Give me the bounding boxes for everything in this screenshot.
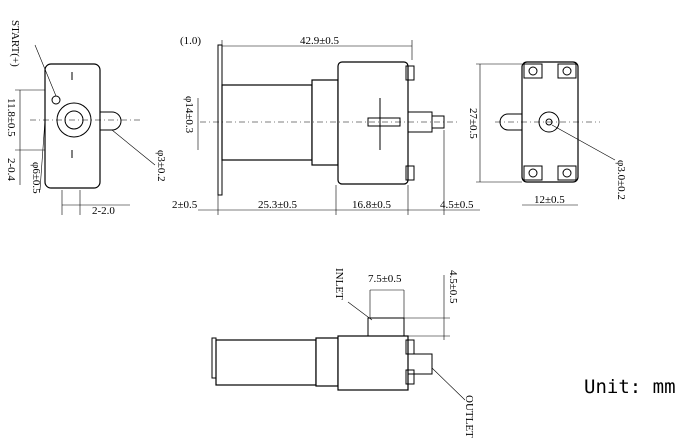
dim-4-5-bottom: 4.5±0.5 [447, 270, 459, 304]
corner-screw-tr [557, 63, 577, 79]
leader-3 [111, 129, 156, 166]
label-outlet: OUTLET [463, 395, 475, 438]
leader-3-0 [551, 124, 616, 161]
bottom-end-cap [211, 337, 217, 379]
right-end-view: 27±0.5 12±0.5 φ3.0±0.2 [467, 61, 627, 206]
dim-2-0-4: 2-0.4 [5, 158, 17, 181]
motor-can [221, 84, 313, 161]
bottom-motor-can [215, 339, 317, 386]
bottom-gear-housing [315, 337, 339, 387]
screw-head [562, 66, 572, 76]
corner-screw-tl [523, 63, 543, 79]
dim-3: φ3±0.2 [155, 150, 167, 182]
dim-25-3: 25.3±0.5 [258, 199, 298, 211]
corner-screw-br [557, 165, 577, 181]
label-inlet: INLET [333, 268, 345, 300]
dim-12: 12±0.5 [534, 194, 565, 206]
screw-head [562, 168, 572, 178]
bottom-view: INLET OUTLET 7.5±0.5 4.5±0.5 [211, 268, 475, 438]
pump-head [337, 61, 409, 185]
leader-inlet [347, 301, 373, 321]
inlet-port [367, 317, 405, 337]
dim-4-5: 4.5±0.5 [440, 199, 474, 211]
leader-outlet [431, 367, 466, 401]
unit-label: Unit: mm [584, 376, 676, 398]
end-cap-plate [217, 44, 223, 196]
gear-housing [311, 79, 339, 166]
leader-start [34, 44, 57, 97]
dim-16-8: 16.8±0.5 [352, 199, 392, 211]
dim-27: 27±0.5 [467, 108, 479, 139]
dim-6: φ6±0.5 [30, 162, 42, 194]
screw-head [528, 66, 538, 76]
bottom-pump-head [337, 335, 409, 391]
dim-2-2: 2-2.0 [92, 205, 115, 217]
dim-14: φ14±0.3 [183, 96, 195, 134]
dim-11-8: 11.8±0.5 [5, 98, 17, 137]
left-end-housing [44, 63, 101, 189]
outlet-port [407, 353, 433, 375]
pump-screw-bottom [405, 165, 415, 181]
pump-screw-top [405, 65, 415, 81]
screw-head [528, 168, 538, 178]
center-side-view: (1.0) 42.9±0.5 φ14±0.3 2±0.5 25.3±0.5 16… [172, 35, 480, 215]
left-end-shaft-tab [100, 111, 122, 131]
dim-7-5: 7.5±0.5 [368, 273, 402, 285]
dim-42-9: 42.9±0.5 [300, 35, 340, 47]
bottom-screw-bottom [405, 369, 415, 385]
dim-3-0: φ3.0±0.2 [615, 160, 627, 200]
leader-6 [39, 119, 46, 191]
dim-1-0: (1.0) [180, 35, 201, 47]
left-end-view: START(+) 11.8±0.5 2-0.4 φ6±0.5 φ3±0.2 2-… [5, 20, 167, 217]
corner-screw-bl [523, 165, 543, 181]
dim-2: 2±0.5 [172, 199, 198, 211]
label-start: START(+) [9, 20, 21, 67]
